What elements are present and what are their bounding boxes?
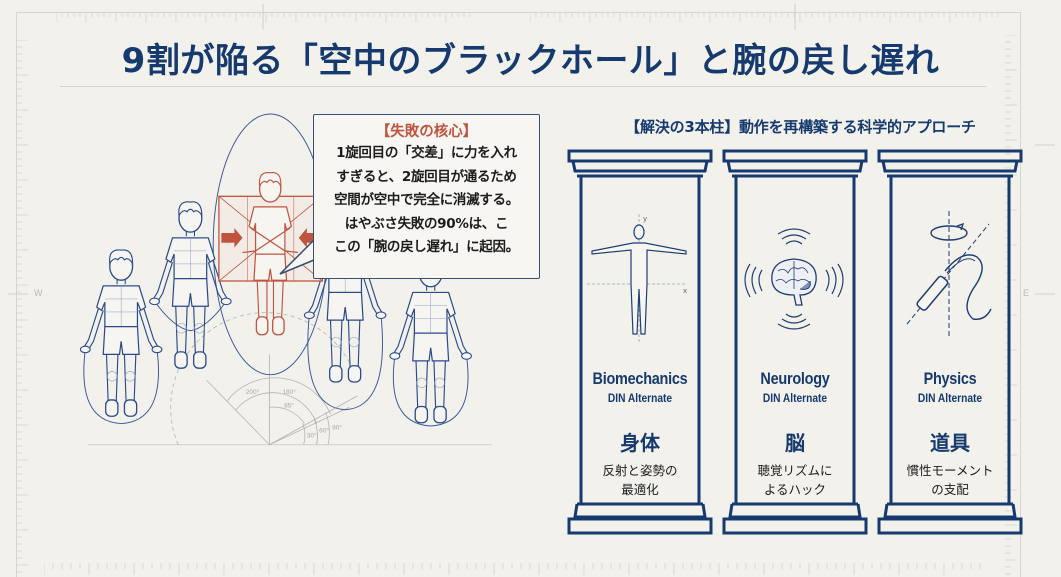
page-title: 9割が陥る「空中のブラックホール」と腕の戻し遅れ: [121, 41, 940, 81]
pillar-description: 慣性モーメント の支配: [906, 463, 994, 497]
jump-rope-rotation-icon: [906, 211, 992, 339]
pillar-physics: Physics DIN Alternate 道具 慣性モーメント の支配: [877, 149, 1023, 549]
angle-protractor: [170, 312, 358, 446]
failure-core-callout: 【失敗の核心】 1旋回目の「交差」に力を入れ すぎると、2旋回目が通るため 空間…: [313, 114, 540, 279]
title-underline: [60, 86, 986, 87]
pillar-en-title: Physics: [923, 369, 977, 388]
west-marker: W: [34, 288, 43, 298]
pillar-biomechanics: y x Biomechanics DIN Alternate 身体 反射と姿勢の…: [567, 149, 713, 549]
svg-text:y: y: [643, 215, 647, 223]
pillar-frame: [567, 149, 713, 535]
pillar-font-note: DIN Alternate: [762, 391, 828, 405]
pillar-font-note: DIN Alternate: [917, 391, 983, 405]
failure-highlight: [218, 171, 324, 336]
callout-line: 空間が空中で完全に消滅する。: [334, 192, 519, 208]
solution-heading: 【解決の3本柱】動作を再構築する科学的アプローチ: [625, 118, 976, 136]
pillar-jp-title: 脳: [785, 431, 805, 455]
top-ruler-right: [530, 12, 999, 22]
jump-rope-diagram: 200° 180° 85° 30° 60° 90°: [79, 113, 492, 446]
bottom-ruler: [44, 563, 981, 575]
callout-line: この「腕の戻し遅れ」に起因。: [334, 239, 519, 255]
callout-heading: 【失敗の核心】: [375, 124, 478, 140]
pillar-neurology: Neurology DIN Alternate 脳 聴覚リズムに よるハック: [722, 149, 868, 549]
left-ruler: [16, 40, 28, 577]
human-body-axes-icon: y x: [587, 214, 687, 344]
callout-pointer: [279, 239, 315, 275]
svg-text:60°: 60°: [319, 427, 329, 435]
pillar-font-note: DIN Alternate: [607, 391, 673, 405]
top-ruler: [56, 12, 471, 22]
svg-text:90°: 90°: [332, 423, 342, 431]
svg-text:200°: 200°: [246, 388, 260, 396]
svg-text:x: x: [683, 287, 687, 295]
callout-line: はやぶさ失敗の90%は、こ: [344, 215, 509, 232]
pillar-frame: [722, 149, 868, 535]
svg-text:180°: 180°: [282, 388, 296, 396]
pillar-description: 聴覚リズムに よるハック: [757, 463, 833, 497]
callout-line: 1旋回目の「交差」に力を入れ: [336, 145, 517, 161]
pillar-description: 反射と姿勢の 最適化: [602, 463, 678, 497]
brain-sound-waves-icon: [744, 228, 844, 330]
angle-labels: 200° 180° 85° 30° 60° 90°: [246, 388, 343, 439]
pillar-jp-title: 身体: [620, 431, 660, 455]
east-marker: E: [1023, 288, 1030, 298]
callout-line: すぎると、2旋回目が通るため: [336, 168, 517, 185]
svg-text:85°: 85°: [284, 401, 294, 409]
svg-text:30°: 30°: [307, 431, 317, 439]
pillar-frame: [877, 149, 1023, 535]
pillar-en-title: Biomechanics: [592, 369, 688, 388]
pillar-en-title: Neurology: [760, 369, 830, 388]
pillar-jp-title: 道具: [930, 431, 970, 455]
